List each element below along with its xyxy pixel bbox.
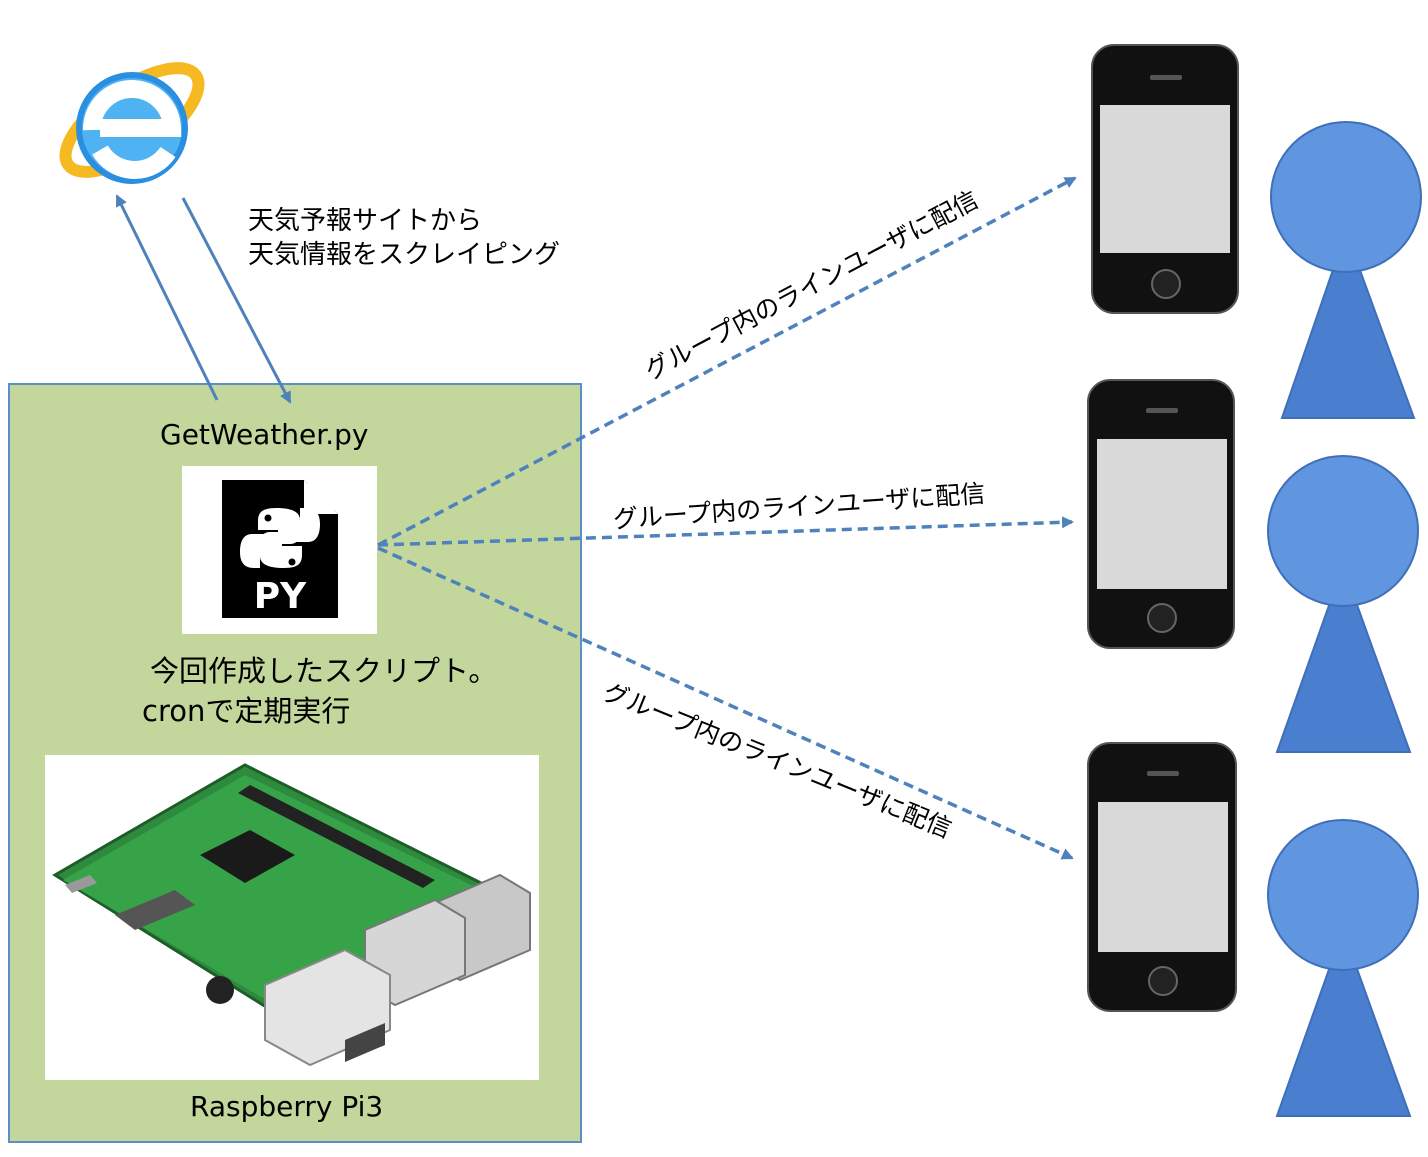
- request-arrow: [115, 194, 219, 401]
- script-name: GetWeather.py: [160, 418, 369, 451]
- delivery-arrow-3: [377, 546, 1074, 860]
- script-description-line1: 今回作成したスクリプト。: [150, 654, 498, 688]
- raspberry-pi-illustration: [52, 763, 531, 1067]
- user-figure-icon: [1267, 455, 1419, 753]
- python-file-card: PY: [182, 466, 377, 634]
- py-badge: PY: [254, 576, 307, 617]
- scrape-label-line2: 天気情報をスクレイピング: [248, 240, 561, 270]
- user-figure-icon: [1270, 121, 1422, 419]
- response-arrow: [181, 197, 292, 404]
- board-label: Raspberry Pi3: [190, 1090, 384, 1123]
- raspberry-pi-board: [45, 755, 539, 1080]
- scrape-label-line1: 天気予報サイトから: [248, 206, 483, 236]
- user-figure-icon: [1267, 819, 1419, 1117]
- script-description-line2: cronで定期実行: [142, 694, 351, 728]
- smartphone-icon: [1091, 44, 1239, 314]
- delivery-arrow-2: [377, 516, 1074, 547]
- smartphone-icon: [1087, 742, 1237, 1012]
- smartphone-icon: [1087, 379, 1235, 649]
- python-file-icon: PY: [222, 480, 338, 618]
- delivery-arrow-1: [377, 176, 1077, 547]
- internet-explorer-icon: [59, 62, 205, 184]
